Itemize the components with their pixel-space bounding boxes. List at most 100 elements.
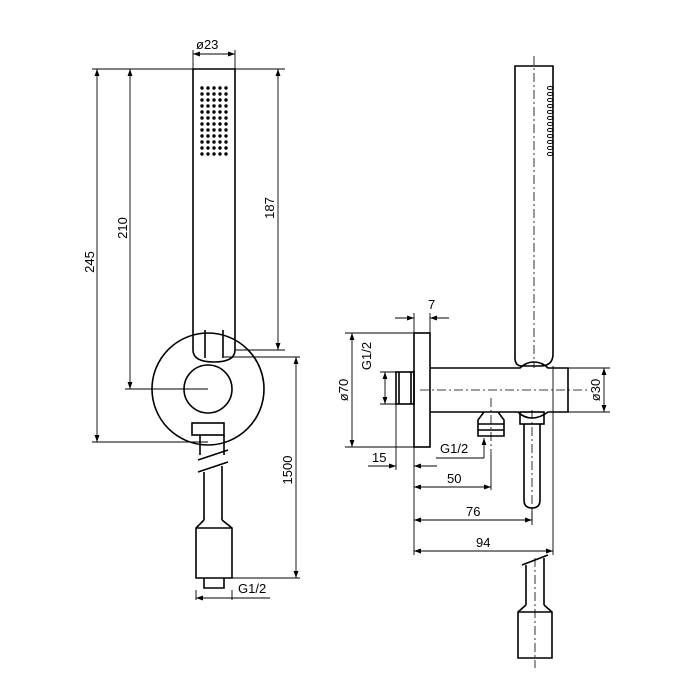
nozzle-dot <box>224 134 228 138</box>
hose-bottom <box>203 466 223 520</box>
nozzle-dot <box>212 116 216 120</box>
label-210: 210 <box>115 217 130 239</box>
label-inlet-thread: G1/2 <box>359 342 374 370</box>
nozzle-dot <box>212 134 216 138</box>
nozzle-dot <box>224 152 228 156</box>
nozzle-dot <box>218 134 222 138</box>
handshower-outline <box>192 68 236 363</box>
label-94: 94 <box>476 535 490 550</box>
label-7: 7 <box>428 297 435 312</box>
side-nozzle <box>546 91 554 97</box>
nozzle-dot <box>206 110 210 114</box>
nozzle-dot <box>218 92 222 96</box>
side-nozzle <box>546 145 554 151</box>
nozzle-dot <box>200 146 204 150</box>
label-15: 15 <box>372 450 386 465</box>
hose-break-top <box>197 449 229 461</box>
nozzle-dot <box>224 98 228 102</box>
label-dia-30: ø30 <box>588 379 603 401</box>
nozzle-dot <box>212 140 216 144</box>
nozzle-dot <box>206 86 210 90</box>
nozzle-dot <box>218 122 222 126</box>
nozzle-dot <box>218 104 222 108</box>
nozzle-dot <box>224 140 228 144</box>
hose-connector <box>191 422 225 436</box>
label-hose-thread: G1/2 <box>238 581 266 596</box>
label-1500: 1500 <box>280 456 295 485</box>
nozzle-dot <box>200 152 204 156</box>
side-nozzle <box>546 103 554 109</box>
nozzle-dot <box>218 152 222 156</box>
nozzle-dot <box>218 128 222 132</box>
side-nozzle <box>546 133 554 139</box>
nozzle-dot <box>218 116 222 120</box>
side-nozzle <box>546 85 554 91</box>
nozzle-dot <box>200 104 204 108</box>
label-76: 76 <box>466 504 480 519</box>
label-245: 245 <box>82 251 97 273</box>
bottom-hose-nut <box>517 604 553 659</box>
front-view: ø23 245 210 187 1500 G1/2 <box>82 37 300 601</box>
nozzle-dot <box>200 128 204 132</box>
nozzle-dot <box>224 104 228 108</box>
nozzle-dot <box>218 146 222 150</box>
side-nozzle <box>546 97 554 103</box>
spray-nozzles <box>200 86 228 156</box>
nozzle-dot <box>206 116 210 120</box>
nozzle-dot <box>224 86 228 90</box>
nozzle-dot <box>206 98 210 102</box>
nozzle-dot <box>206 128 210 132</box>
holder-lines <box>204 330 224 358</box>
nozzle-dot <box>206 134 210 138</box>
hose-end-nut <box>195 519 233 579</box>
nozzle-dot <box>206 104 210 108</box>
hose-end-thread <box>203 578 225 589</box>
nozzle-dot <box>224 110 228 114</box>
nozzle-dot <box>218 86 222 90</box>
label-dia-70: ø70 <box>336 379 351 401</box>
hose-break-bottom <box>197 461 229 473</box>
side-view: 7 ø70 G1/2 ø30 15 G1/2 50 76 94 <box>336 56 610 668</box>
side-nozzle <box>546 151 554 157</box>
inlet-connector <box>395 371 415 405</box>
nozzle-dot <box>212 152 216 156</box>
handshower-side-outline <box>514 65 554 367</box>
nozzle-dot <box>200 134 204 138</box>
side-nozzle <box>546 127 554 133</box>
nozzle-dot <box>224 92 228 96</box>
nozzle-dot <box>206 92 210 96</box>
nozzle-dot <box>200 122 204 126</box>
label-50: 50 <box>447 471 461 486</box>
nozzle-dot <box>212 98 216 102</box>
label-outlet-thread: G1/2 <box>440 441 468 456</box>
nozzle-dot <box>212 110 216 114</box>
nozzle-dot <box>212 92 216 96</box>
nozzle-dot <box>224 128 228 132</box>
nozzle-dot <box>224 122 228 126</box>
side-nozzle <box>546 121 554 127</box>
side-spray-nozzles <box>546 85 554 157</box>
nozzle-dot <box>224 146 228 150</box>
nozzle-dot <box>200 98 204 102</box>
nozzle-dot <box>212 104 216 108</box>
nozzle-dot <box>212 122 216 126</box>
nozzle-dot <box>200 140 204 144</box>
nozzle-dot <box>206 122 210 126</box>
side-nozzle <box>546 139 554 145</box>
nozzle-dot <box>206 152 210 156</box>
nozzle-dot <box>200 92 204 96</box>
nozzle-dot <box>218 110 222 114</box>
nozzle-dot <box>200 110 204 114</box>
nozzle-dot <box>200 86 204 90</box>
side-nozzle <box>546 109 554 115</box>
nozzle-dot <box>212 146 216 150</box>
nozzle-dot <box>218 140 222 144</box>
nozzle-dot <box>206 146 210 150</box>
side-nozzle <box>546 115 554 121</box>
label-187: 187 <box>262 197 277 219</box>
nozzle-dot <box>206 140 210 144</box>
nozzle-dot <box>218 98 222 102</box>
nozzle-dot <box>224 116 228 120</box>
